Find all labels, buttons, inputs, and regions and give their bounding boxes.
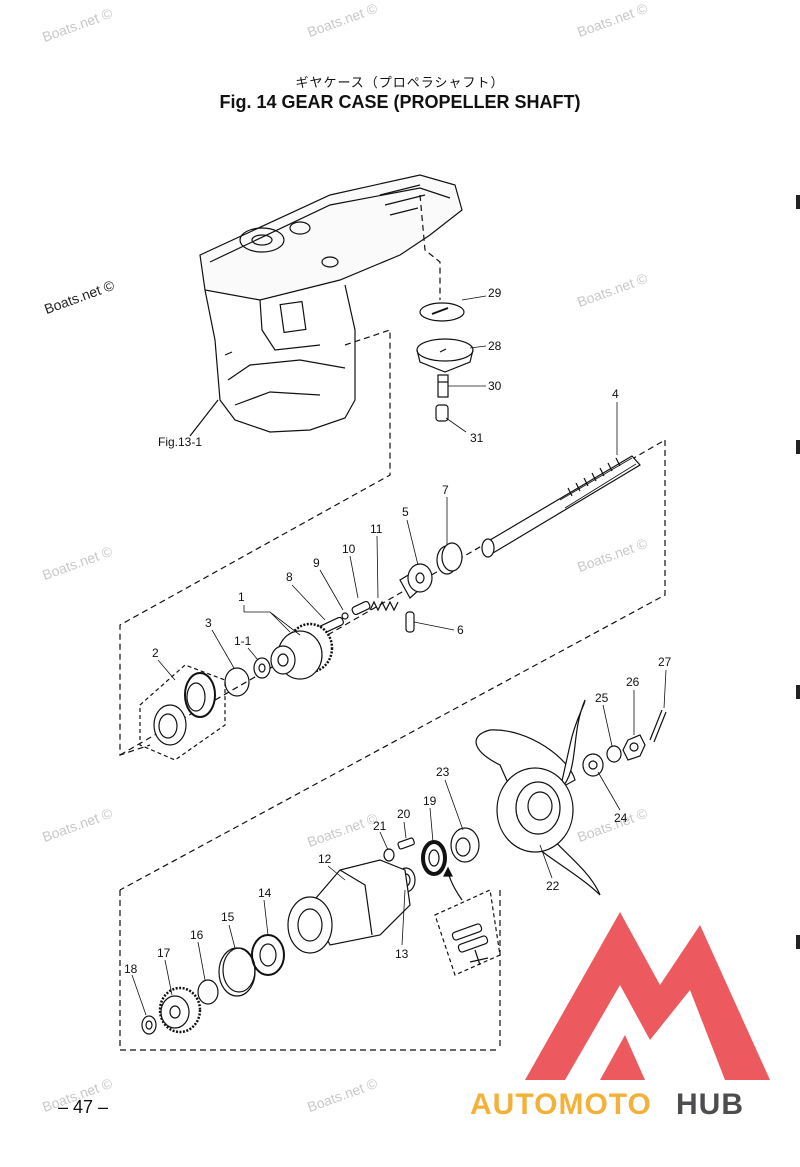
callout-25: 25 [595,691,609,705]
callout-1: 1 [238,590,245,604]
gear-case-housing [199,174,463,433]
part-6-pin [405,611,415,633]
callout-7: 7 [442,483,449,497]
callout-28: 28 [488,339,502,353]
callout-11: 11 [370,522,383,536]
callout-2: 2 [152,646,159,660]
part-14-bearing [251,934,285,976]
callout-30: 30 [488,379,502,393]
part-25-washer [606,745,622,763]
callout-20: 20 [397,807,411,821]
ref-leader [189,399,219,437]
part-28-anode [416,338,474,373]
callout-21: 21 [373,819,387,833]
callout-14: 14 [258,886,272,900]
callout-6: 6 [457,623,464,637]
part-18-shim [141,1015,157,1035]
callout-4: 4 [612,387,619,401]
part-9-ball [341,612,349,620]
page-subtitle: ギヤケース（プロペラシャフト） [295,76,505,91]
page-number: – 47 – [58,1097,109,1117]
part-29-washer [419,302,465,322]
part-19-bearing [421,840,447,876]
part-23-spacer [450,827,480,863]
callout-18: 18 [124,962,138,976]
page-edge-mark [796,685,800,699]
part-20-bolt [397,837,415,850]
seal-kit-inset [434,866,501,976]
part-3-shim [224,667,250,697]
part-4-propeller-shaft [481,455,641,558]
part-30-bolt [437,374,449,398]
page-edge-mark [796,195,800,209]
callout-16: 16 [190,928,204,942]
callout-8: 8 [286,570,293,584]
dashed-leaders [119,194,666,1051]
callout-1-1: 1-1 [234,634,252,648]
callout-13: 13 [395,947,409,961]
part-31-cap [435,404,449,422]
part-17-gear [158,986,202,1034]
callout-27: 27 [658,655,672,669]
part-22-propeller [475,699,601,896]
part-27-cotter-pin [649,709,667,743]
part-2-bearing [139,664,226,761]
callout-22: 22 [546,879,560,893]
part-7-ring [436,542,463,575]
part-16-shim [197,979,219,1005]
part-1-1-bushing [253,657,271,679]
callout-24: 24 [614,811,628,825]
callout-10: 10 [342,542,356,556]
reference-label: Fig.13-1 [158,435,202,449]
callout-leaders [131,295,667,1016]
callout-23: 23 [436,765,450,779]
callout-3: 3 [205,616,212,630]
part-21-washer [383,848,395,862]
part-5-clutch [399,563,433,599]
callout-19: 19 [423,794,437,808]
callout-26: 26 [626,675,640,689]
callout-15: 15 [221,910,235,924]
logo-text-hub: HUB [676,1088,744,1121]
callout-12: 12 [318,852,332,866]
logo-text-automoto: AUTOMOTO [470,1088,652,1121]
part-1-gear [270,622,334,680]
part-12-bearing-housing [287,859,411,954]
callout-17: 17 [157,946,171,960]
callout-5: 5 [402,505,409,519]
page-title: Fig. 14 GEAR CASE (PROPELLER SHAFT) [219,92,581,112]
callout-9: 9 [313,556,320,570]
page-edge-mark [796,440,800,454]
part-24-washer [582,753,604,777]
callout-31: 31 [470,431,484,445]
automotohub-logo-mark [525,912,770,1080]
part-26-nut [622,734,646,761]
part-15-o-ring [218,947,256,997]
part-10-pin [351,600,371,616]
callout-29: 29 [488,286,502,300]
part-11-spring [369,600,399,612]
page-edge-mark [796,935,800,949]
